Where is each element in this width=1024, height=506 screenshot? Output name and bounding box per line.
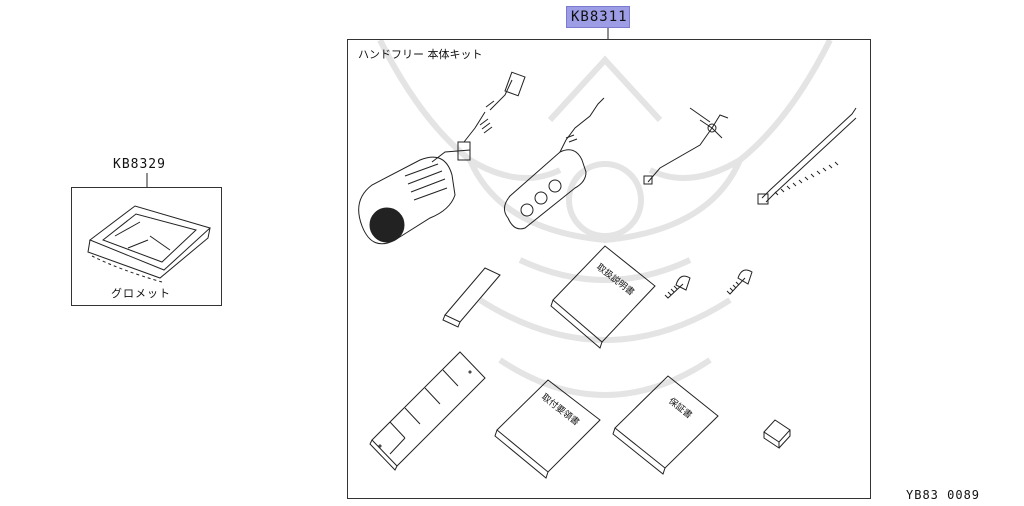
booklet-title-warranty: 保証書	[666, 395, 695, 421]
grommet-frame	[71, 187, 222, 306]
screw-icon	[664, 269, 753, 299]
drawing-code: YB83 0089	[906, 488, 981, 502]
instruction-manual-icon	[550, 245, 656, 349]
main-part-code-label: KB8311	[566, 6, 630, 28]
small-clip-icon	[763, 419, 791, 449]
booklet-title-manual: 取扱説明書	[594, 261, 637, 298]
warranty-card-icon	[612, 375, 719, 475]
grommet-label: グロメット	[111, 287, 171, 300]
cable-tie-icon	[757, 107, 857, 205]
grommet-icon	[87, 205, 211, 283]
antenna-cable-icon	[643, 107, 729, 185]
booklet-title-install: 取付要領書	[539, 391, 582, 428]
remote-control-icon	[504, 97, 605, 230]
main-kit-frame	[347, 39, 871, 499]
kit-title: ハンドフリー 本体キット	[358, 48, 483, 61]
adhesive-pad-icon	[442, 267, 501, 328]
installation-guide-icon	[494, 379, 601, 479]
side-part-code-label: KB8329	[113, 157, 166, 172]
switch-panel-icon	[369, 351, 486, 471]
main-unit-icon	[358, 71, 526, 245]
